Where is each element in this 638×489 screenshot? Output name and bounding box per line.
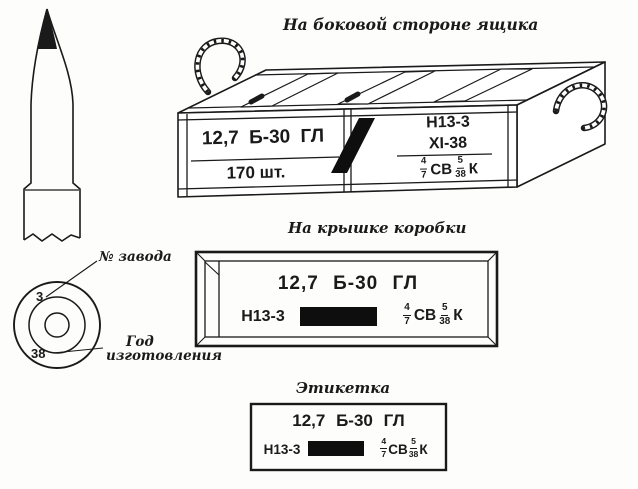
lot-code: СВ <box>430 160 453 178</box>
factory-number-label: № завода <box>99 249 172 265</box>
rope-handle-right-icon <box>552 82 608 132</box>
base-outer-ring <box>13 281 101 369</box>
left-panel-rule <box>190 156 340 162</box>
projectile-drawing <box>23 8 81 242</box>
fraction-denominator: 38 <box>455 168 467 180</box>
label-frame <box>249 402 448 472</box>
factory-leader-line <box>45 260 98 298</box>
lid-shadows <box>248 91 361 105</box>
base-primer-ring <box>44 312 70 338</box>
year-leader-line <box>52 347 104 354</box>
lot-suffix: К <box>419 441 428 457</box>
fraction-numerator: 5 <box>410 437 417 449</box>
right-panel-rule <box>396 153 493 157</box>
fraction-denominator: 7 <box>381 449 387 459</box>
fraction-denominator: 38 <box>439 316 451 327</box>
crate-caliber-marking: 12,7 Б-30 ГЛ <box>201 125 325 150</box>
crate-drawing <box>177 61 606 198</box>
fraction-numerator: 4 <box>403 302 411 316</box>
fraction-numerator: 5 <box>440 302 449 316</box>
fraction-numerator: 4 <box>380 437 388 449</box>
base-middle-ring <box>28 296 86 354</box>
lid-title: На крышке коробки <box>288 219 467 237</box>
crate-side-title: На боковой стороне ящика <box>283 15 539 34</box>
lid-frame <box>194 250 499 348</box>
fraction-numerator: 4 <box>419 156 428 170</box>
black-diagonal-stripe <box>331 118 375 173</box>
lot-suffix: К <box>453 307 463 324</box>
crate-count-marking: 170 шт. <box>226 162 286 183</box>
fraction-denominator: 7 <box>421 169 427 181</box>
lid-caliber-marking: 12,7 Б-30 ГЛ <box>277 273 419 294</box>
year-label-line1: Год <box>126 334 154 350</box>
fraction-denominator: 7 <box>404 316 410 327</box>
label-redaction-bar <box>308 441 364 456</box>
year-label-line2: изготовления <box>106 348 223 364</box>
crate-date-marking: XI-38 <box>428 134 468 153</box>
lid-redaction-bar <box>300 307 377 326</box>
lid-batch-marking: Н13-3 <box>241 308 285 325</box>
label-batch-marking: Н13-3 <box>263 442 301 457</box>
lot-code: СВ <box>388 441 408 457</box>
bullet-tip <box>38 9 57 49</box>
lot-suffix: К <box>468 159 479 178</box>
fraction-numerator: 5 <box>456 155 465 169</box>
lot-code: СВ <box>413 307 437 324</box>
year-value: 38 <box>31 346 46 361</box>
rope-handle-left-icon <box>194 37 246 96</box>
lid-battens <box>240 68 533 108</box>
label-title: Этикетка <box>296 379 391 397</box>
fraction-denominator: 38 <box>408 449 419 459</box>
label-caliber-marking: 12,7 Б-30 ГЛ <box>292 411 405 430</box>
case-base-drawing <box>13 260 104 369</box>
factory-number-value: 3 <box>36 289 44 304</box>
